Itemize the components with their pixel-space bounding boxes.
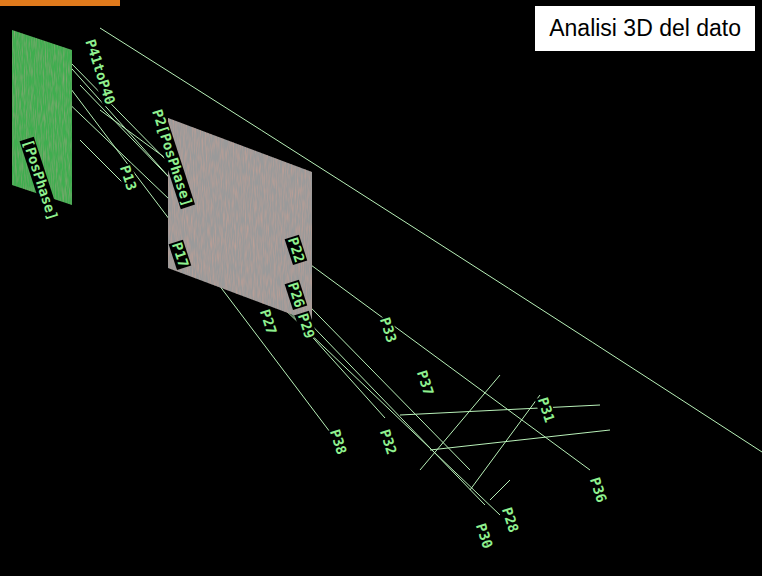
- profile-label: P33: [377, 315, 400, 346]
- slide-title: Analisi 3D del dato: [535, 6, 755, 51]
- profile-label: P38: [327, 427, 350, 458]
- profile-label: P27: [257, 307, 280, 338]
- profile-label: P32: [377, 427, 400, 458]
- profile-label: P31: [535, 395, 558, 426]
- profile-label: P36: [587, 475, 610, 506]
- profile-label: P29: [295, 311, 318, 342]
- profile-label: P28: [499, 505, 522, 536]
- radargram-texture: [160, 110, 320, 330]
- profile-label: P30: [473, 521, 496, 552]
- survey-lines: [40, 28, 762, 515]
- profile-label: P37: [414, 368, 437, 399]
- profile-label: P41toP40: [82, 37, 118, 108]
